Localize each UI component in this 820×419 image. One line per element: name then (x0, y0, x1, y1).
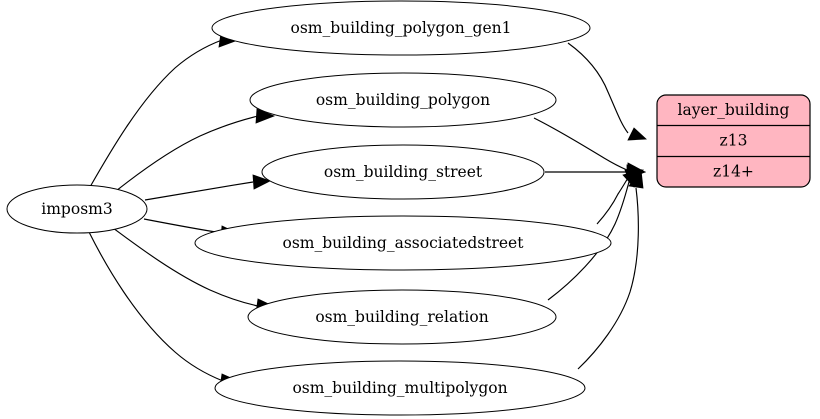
edge-osm_building_polygon_gen1-to-layer_building_z13 (567, 42, 647, 141)
node-osm_building_relation-shape[interactable] (247, 289, 557, 345)
node-osm_building_polygon[interactable]: osm_building_polygon (249, 72, 557, 128)
node-imposm3-shape[interactable] (6, 184, 148, 234)
node-layer_building-shape[interactable] (656, 94, 811, 188)
node-osm_building_polygon-label: osm_building_polygon (316, 91, 490, 109)
node-imposm3[interactable]: imposm3 (6, 184, 148, 234)
node-osm_building_street-shape[interactable] (261, 144, 545, 200)
layer_building-row-z14plus: z14+ (713, 163, 754, 181)
node-osm_building_street-label: osm_building_street (324, 163, 483, 181)
edge-osm_building_multipolygon-to-layer_building_z14plus (577, 168, 644, 370)
edge-group-tables-to-layer (533, 42, 647, 370)
node-osm_building_associatedstreet-shape[interactable] (194, 215, 612, 271)
layer_building-row-title: layer_building (678, 101, 790, 119)
node-osm_building_polygon-shape[interactable] (249, 72, 557, 128)
node-osm_building_polygon_gen1-shape[interactable] (211, 0, 591, 56)
node-osm_building_polygon_gen1-label: osm_building_polygon_gen1 (291, 19, 512, 37)
node-osm_building_multipolygon[interactable]: osm_building_multipolygon (214, 360, 586, 416)
node-osm_building_relation[interactable]: osm_building_relation (247, 289, 557, 345)
node-layer_building[interactable]: layer_building z13 z14+ (656, 94, 811, 188)
node-osm_building_multipolygon-label: osm_building_multipolygon (292, 379, 507, 397)
node-osm_building_street[interactable]: osm_building_street (261, 144, 545, 200)
node-osm_building_associatedstreet-label: osm_building_associatedstreet (283, 234, 525, 252)
node-imposm3-label: imposm3 (41, 200, 112, 218)
edge-imposm3-to-osm_building_polygon_gen1 (89, 32, 240, 188)
node-osm_building_polygon_gen1[interactable]: osm_building_polygon_gen1 (211, 0, 591, 56)
node-osm_building_multipolygon-shape[interactable] (214, 360, 586, 416)
node-osm_building_associatedstreet[interactable]: osm_building_associatedstreet (194, 215, 612, 271)
edge-imposm3-to-osm_building_polygon (115, 108, 276, 192)
layer_building-row-z13: z13 (720, 132, 748, 150)
node-osm_building_relation-label: osm_building_relation (315, 308, 488, 326)
edge-imposm3-to-osm_building_street (144, 174, 272, 201)
